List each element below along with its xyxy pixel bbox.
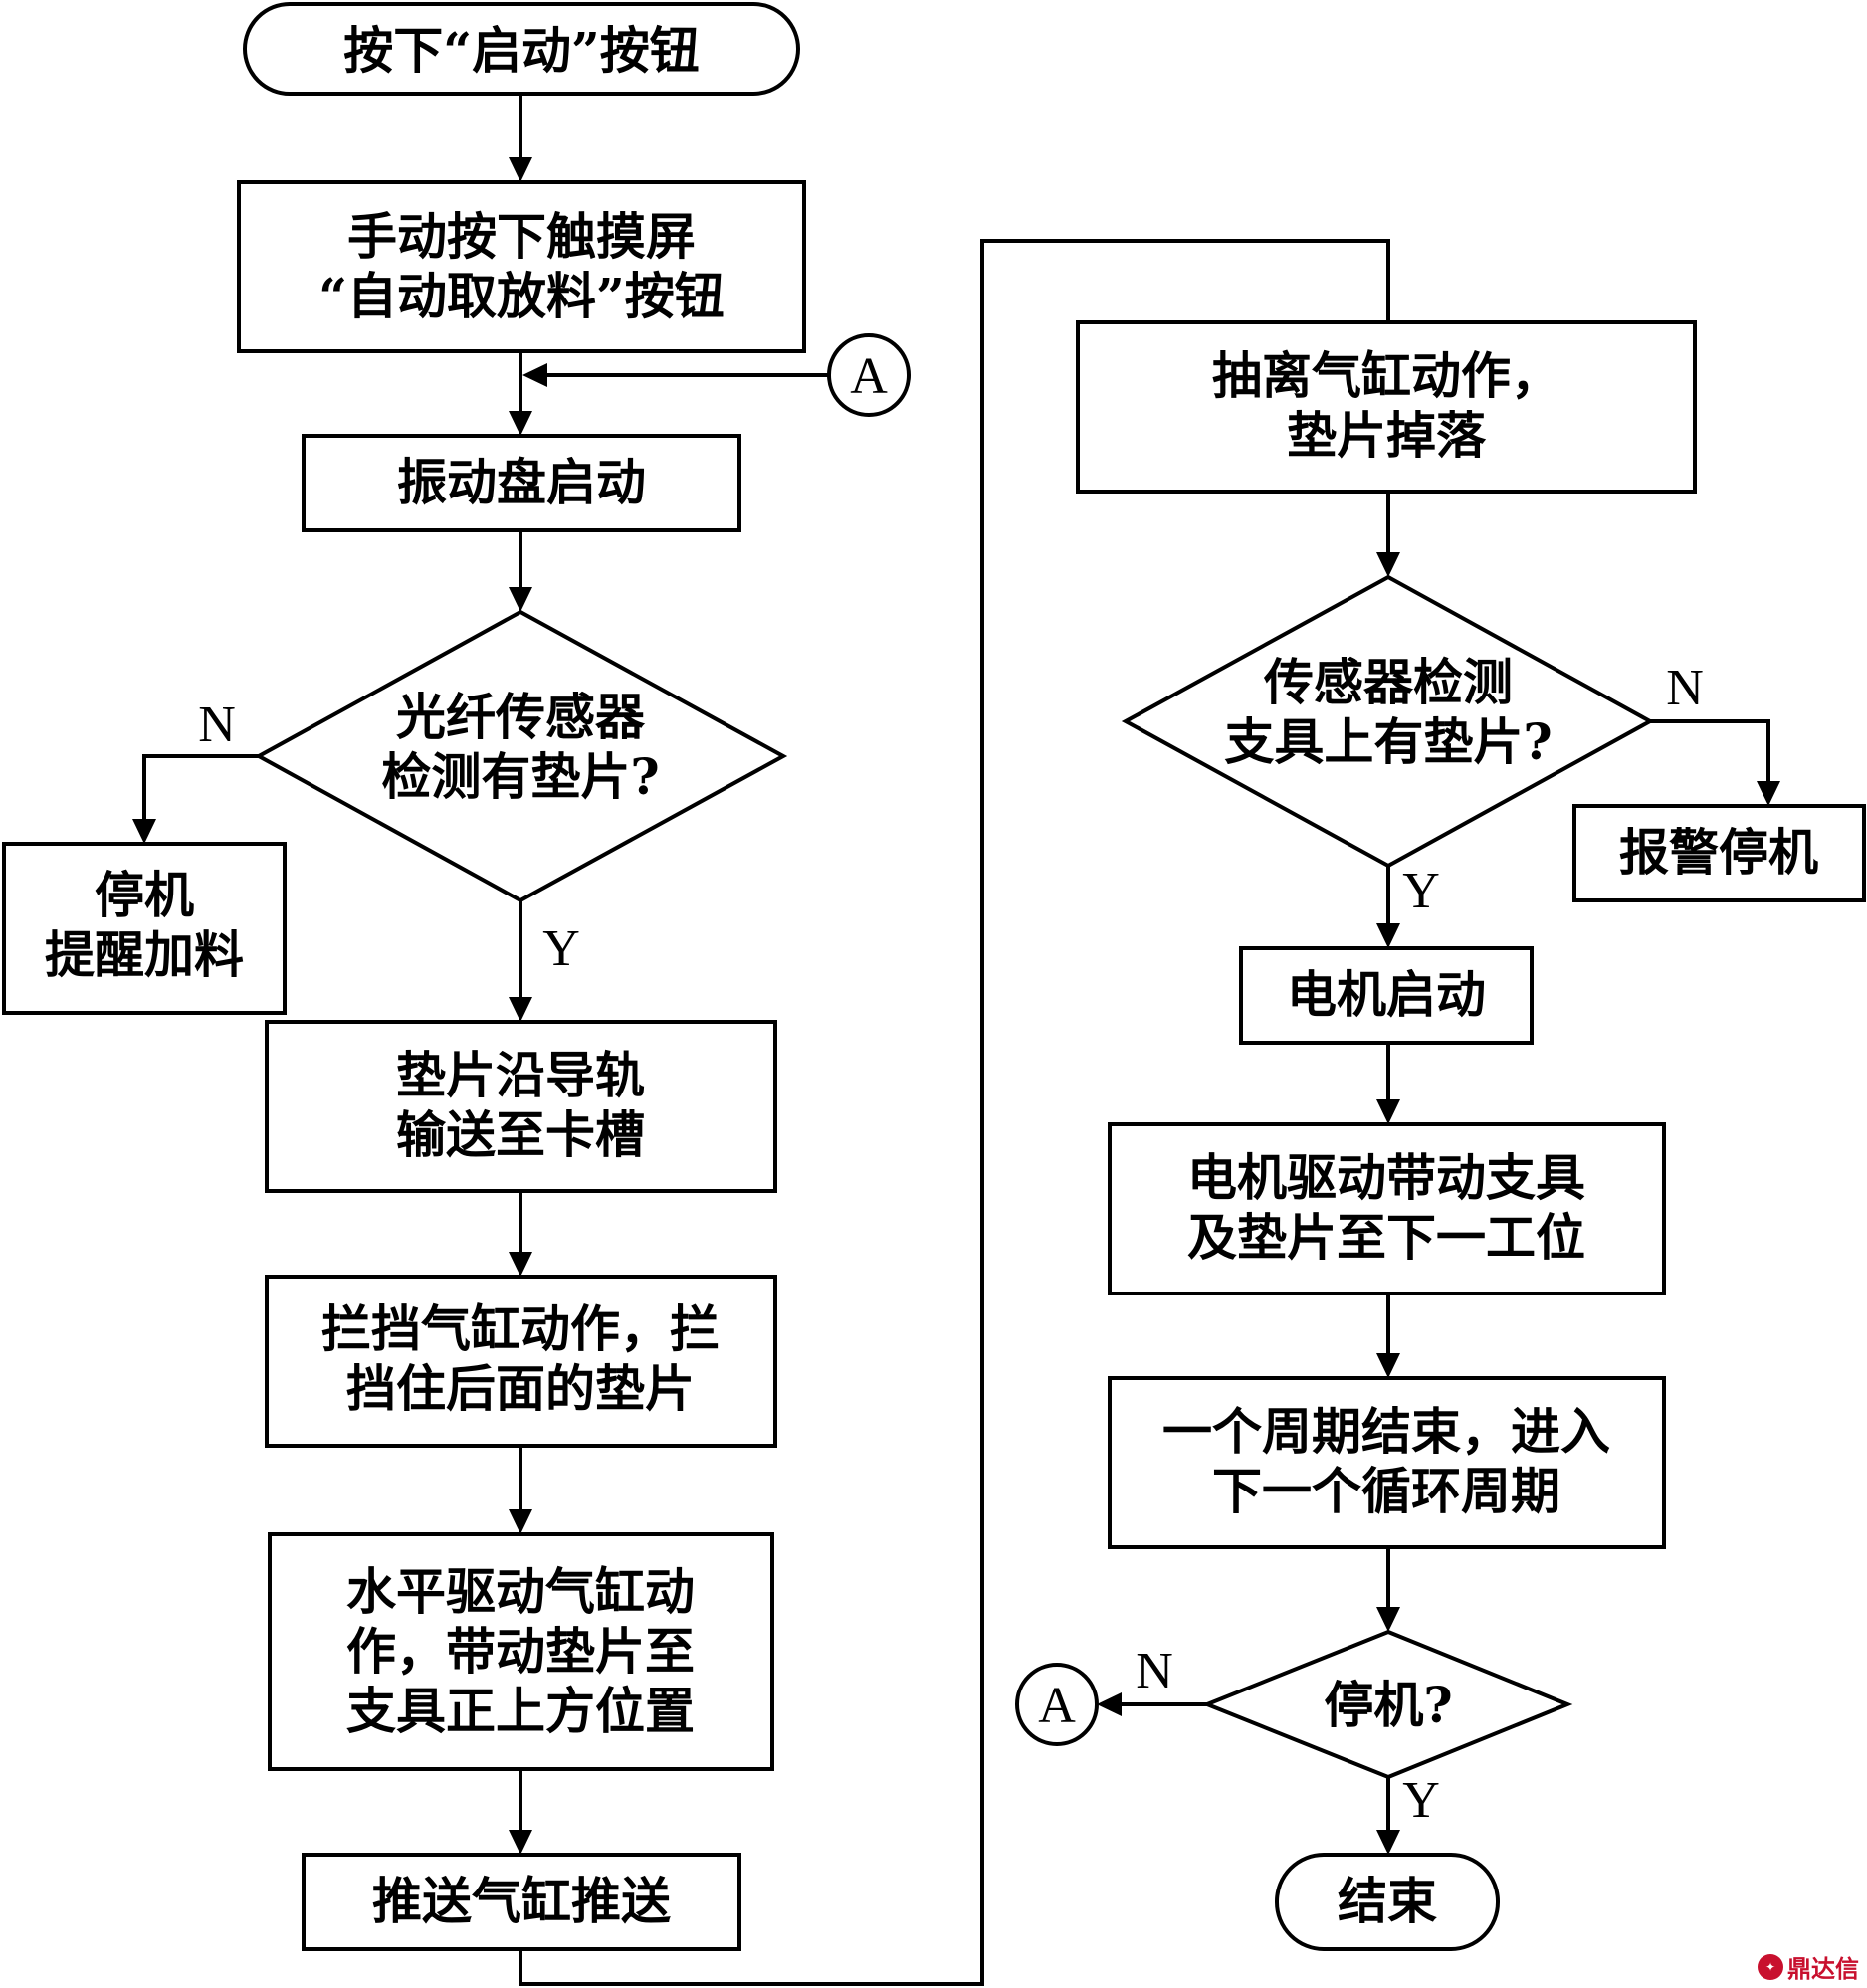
cycle-end-label-1: 一个周期结束，进入 [1162,1402,1610,1461]
block-cylinder-label-2: 挡住后面的垫片 [346,1359,695,1418]
end-label: 结束 [1338,1872,1437,1930]
watermark-text: 鼎达信 [1787,1955,1859,1983]
convey-to-slot-label-1: 垫片沿导轨 [396,1046,645,1104]
horizontal-cylinder-label-2: 作，带动垫片至 [346,1622,695,1681]
sensor-fixture-label-1: 传感器检测 [1263,653,1513,711]
stop-add-material-label-1: 停机 [95,866,194,924]
fiber-yes-label: Y [542,920,580,977]
block-cylinder-box [265,1275,777,1448]
connector-a-top-label: A [850,348,888,405]
block-cylinder-label-1: 拦挡气缸动作，拦 [321,1299,720,1358]
arrowheads [132,157,1780,1855]
alarm-stop-label: 报警停机 [1619,823,1818,882]
fixture-yes-label: Y [1402,863,1440,919]
motor-drive-box [1108,1122,1666,1295]
touch-screen-box [237,180,806,353]
connector-a-bottom-label: A [1038,1678,1076,1734]
stop-add-material-box [2,842,287,1015]
motor-drive-label-1: 电机驱动带动支具 [1187,1148,1585,1207]
cycle-end-label-2: 下一个循环周期 [1212,1462,1560,1520]
motor-drive-label-2: 及垫片至下一工位 [1187,1208,1585,1267]
withdraw-cylinder-box [1076,320,1697,494]
touch-screen-label-2: “自动取放料”按钮 [318,267,725,325]
motor-start-box [1239,946,1534,1045]
fiber-no-label: N [198,696,236,753]
logo-icon: ✦ [1758,1953,1783,1980]
horizontal-cylinder-box [268,1532,774,1771]
fixture-no-label: N [1666,660,1704,716]
motor-start-label: 电机启动 [1287,965,1486,1024]
flow-lines [142,94,1770,1986]
fiber-sensor-label-2: 检测有垫片? [381,747,659,806]
withdraw-cylinder-label-1: 抽离气缸动作， [1212,346,1560,405]
cycle-end-box [1108,1376,1666,1549]
convey-to-slot-box [265,1020,777,1193]
start-label: 按下“启动”按钮 [343,21,700,80]
horizontal-cylinder-label-3: 支具正上方位置 [346,1682,695,1740]
vibration-start-label: 振动盘启动 [397,453,646,511]
vibration-start-box [302,434,741,532]
fiber-sensor-label-1: 光纤传感器 [396,688,646,746]
watermark: ✦ 鼎达信 [1758,1949,1859,1984]
stop-yes-label: Y [1402,1772,1440,1829]
stop-check-label: 停机? [1324,1676,1452,1734]
touch-screen-label-1: 手动按下触摸屏 [347,207,696,266]
horizontal-cylinder-label-1: 水平驱动气缸动 [346,1562,695,1621]
push-cylinder-label: 推送气缸推送 [372,1872,671,1930]
stop-add-material-label-2: 提醒加料 [45,925,244,984]
sensor-fixture-label-2: 支具上有垫片? [1224,712,1552,771]
withdraw-cylinder-label-2: 垫片掉落 [1287,406,1487,465]
end-terminal [1275,1853,1500,1951]
convey-to-slot-label-2: 输送至卡槽 [396,1105,645,1164]
stop-no-label: N [1136,1643,1173,1699]
alarm-stop-box [1572,804,1866,902]
push-cylinder-box [302,1853,741,1951]
